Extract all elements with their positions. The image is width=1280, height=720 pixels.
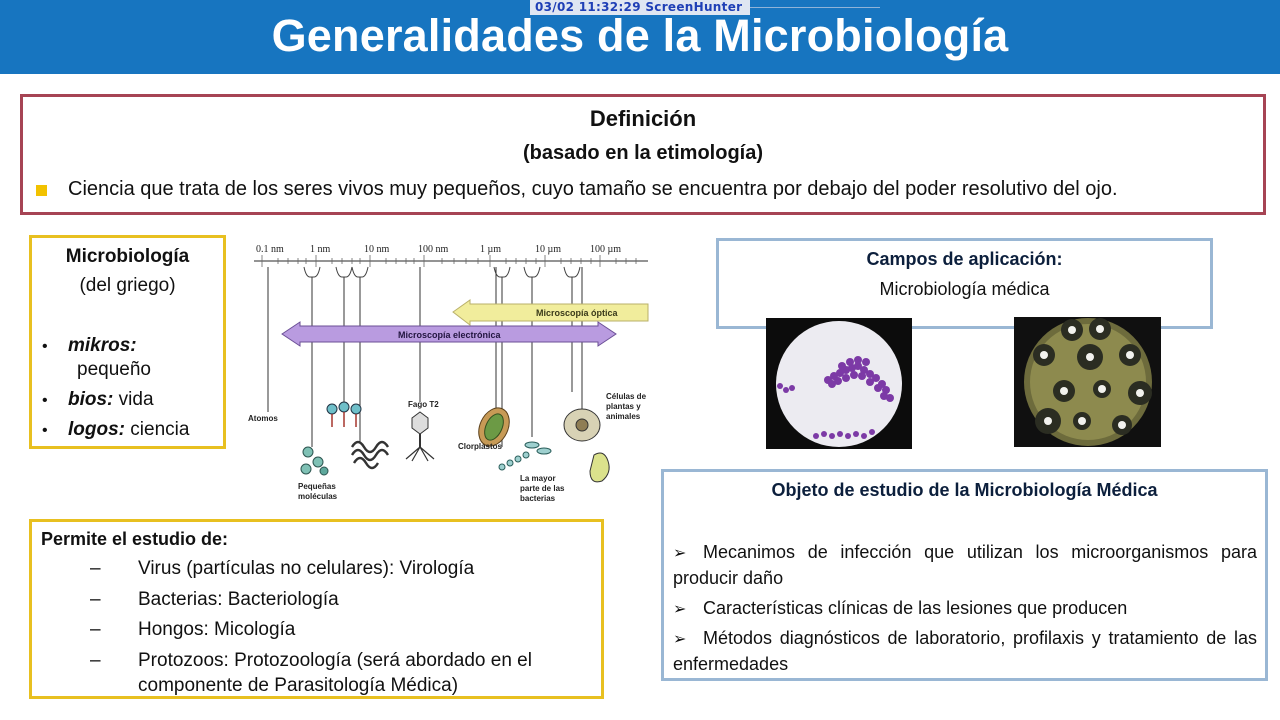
optical-microscopy-arrow: Microscopía óptica (452, 299, 649, 327)
etymology-title: Microbiología (65, 246, 190, 267)
optical-label: Microscopía óptica (536, 308, 619, 318)
study-item-text: Protozoos: Protozoología (será abordado … (138, 650, 532, 671)
gram-stain-micrograph (766, 318, 912, 449)
application-fields-title: Campos de aplicación: (866, 249, 1063, 269)
study-item-text: Virus (partículas no celulares): Virolog… (138, 558, 475, 579)
scale-label: 10 nm (364, 244, 390, 255)
page-title: Generalidades de la Microbiología (271, 10, 1009, 61)
stamp-line (750, 7, 880, 8)
study-object-title: Objeto de estudio de la Microbiología Mé… (771, 480, 1158, 500)
dna-coil-icon (350, 440, 390, 470)
scale-label: 100 nm (418, 244, 449, 255)
bacteria-label: La mayor (520, 474, 556, 483)
etymology-term: mikros: (68, 335, 137, 356)
phage-label: Fago T2 (408, 400, 439, 409)
study-scope-title: Permite el estudio de: (41, 529, 229, 549)
study-object-box: Objeto de estudio de la Microbiología Mé… (661, 469, 1268, 681)
phage-icon (405, 411, 435, 462)
scale-label: 1 µm (480, 244, 501, 255)
application-fields-box: Campos de aplicación: Microbiología médi… (716, 238, 1213, 329)
study-object-item: ➢ Características clínicas de las lesione… (673, 596, 1257, 622)
cells-label: animales (606, 412, 641, 421)
electron-label: Microscopía electrónica (398, 330, 502, 340)
cells-label: plantas y (606, 402, 641, 411)
dash-bullet: – (90, 650, 101, 671)
arrow-bullet-icon: ➢ (673, 545, 687, 562)
etymology-item-logos: • logos: ciencia (42, 419, 189, 441)
etymology-item-bios: • bios: vida (42, 389, 154, 411)
etymology-box: Microbiología (del griego) • mikros: pequ… (29, 235, 226, 449)
study-item: – Protozoos: Protozoología (será abordado… (90, 650, 532, 672)
scale-label: 0.1 nm (256, 244, 284, 255)
chloroplast-label: Clorplastos (458, 442, 503, 451)
scale-label: 1 nm (310, 244, 331, 255)
definition-box: Definición (basado en la etimología) Cie… (20, 94, 1266, 215)
definition-title: Definición (589, 106, 697, 131)
scale-label: 100 µm (590, 244, 621, 255)
screenhunter-stamp: 03/02 11:32:29 ScreenHunter (530, 0, 750, 15)
molecules-label: Pequeñas (298, 482, 336, 491)
etymology-subtitle: (del griego) (79, 275, 176, 296)
scale-ticks (261, 255, 637, 267)
etymology-term: bios: (68, 389, 114, 410)
arrow-bullet-icon: ➢ (673, 601, 687, 618)
bacteria-icon (498, 441, 552, 471)
bacteria-label: bacterias (520, 494, 556, 503)
bullet-dot-icon: • (42, 338, 48, 355)
study-scope-box: Permite el estudio de: – Virus (partícula… (29, 519, 604, 699)
definition-subtitle: (basado en la etimología) (522, 142, 764, 164)
etymology-meaning: pequeño (77, 359, 151, 380)
study-object-item: ➢Métodos diagnósticos de laboratorio, pr… (673, 626, 1257, 677)
antibiotic-plate-photo (1014, 317, 1161, 447)
electron-microscopy-arrow: Microscopía electrónica (281, 321, 617, 347)
molecules-label: moléculas (298, 492, 338, 501)
study-item: – Hongos: Micología (90, 619, 295, 641)
small-molecules-icon (300, 446, 329, 476)
study-item-continuation: componente de Parasitología Médica) (138, 675, 459, 696)
study-object-item-text: Características clínicas de las lesiones… (703, 598, 1128, 618)
arrow-bullet-icon: ➢ (673, 631, 687, 648)
study-object-item-text: Métodos diagnósticos de laboratorio, pro… (673, 628, 1257, 674)
cells-label: Células de (606, 392, 647, 401)
microscopy-scale-figure: 0.1 nm 1 nm 10 nm 100 nm 1 µm 10 µm 100 … (248, 244, 649, 503)
study-item: – Virus (partículas no celulares): Virolo… (90, 558, 474, 580)
etymology-meaning: ciencia (130, 419, 190, 440)
atoms-label: Atomos (248, 414, 278, 423)
scale-brackets (303, 266, 581, 278)
bullet-dot-icon: • (42, 422, 48, 439)
dash-bullet: – (90, 619, 101, 640)
etymology-item-mikros: • mikros: (42, 335, 137, 357)
cell-icon (563, 408, 610, 483)
study-item-text: Hongos: Micología (138, 619, 296, 640)
study-item: – Bacterias: Bacteriología (90, 589, 339, 611)
bullet-dot-icon: • (42, 392, 48, 409)
definition-text: Ciencia que trata de los seres vivos muy… (68, 178, 1118, 200)
application-fields-value: Microbiología médica (879, 279, 1050, 299)
scale-label: 10 µm (535, 244, 561, 255)
study-object-item: ➢Mecanimos de infección que utilizan los… (673, 540, 1257, 591)
dash-bullet: – (90, 589, 101, 610)
dash-bullet: – (90, 558, 101, 579)
etymology-term: logos: (68, 419, 125, 440)
square-bullet-icon (36, 185, 47, 196)
proteins-icon (326, 401, 362, 427)
study-item-text: Bacterias: Bacteriología (138, 589, 339, 610)
etymology-meaning: vida (118, 389, 154, 410)
study-object-item-text: Mecanimos de infección que utilizan los … (673, 542, 1257, 588)
bacteria-label: parte de las (520, 484, 565, 493)
chloroplast-icon (478, 407, 510, 447)
